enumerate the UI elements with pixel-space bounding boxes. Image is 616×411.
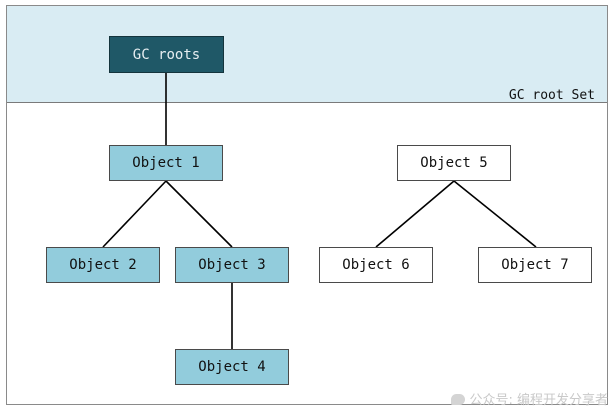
- gc-root-set-label: GC root Set: [508, 88, 595, 103]
- gc-root-set-region: GC root Set: [7, 6, 607, 103]
- diagram-frame: [6, 5, 608, 405]
- object-6-label: Object 6: [342, 257, 410, 273]
- object-4-label: Object 4: [198, 359, 266, 375]
- object-4-node: Object 4: [175, 349, 289, 385]
- object-2-label: Object 2: [69, 257, 137, 273]
- object-1-label: Object 1: [132, 155, 200, 171]
- watermark: 公众号: 编程开发分享者: [451, 389, 608, 408]
- gc-roots-node: GC roots: [109, 36, 224, 73]
- object-7-label: Object 7: [501, 257, 569, 273]
- object-1-node: Object 1: [109, 145, 223, 181]
- object-3-label: Object 3: [198, 257, 266, 273]
- object-5-label: Object 5: [420, 155, 488, 171]
- gc-roots-label: GC roots: [132, 46, 201, 63]
- object-7-node: Object 7: [478, 247, 592, 283]
- wechat-icon: [451, 394, 466, 405]
- object-5-node: Object 5: [397, 145, 511, 181]
- object-2-node: Object 2: [46, 247, 160, 283]
- object-6-node: Object 6: [319, 247, 433, 283]
- object-3-node: Object 3: [175, 247, 289, 283]
- watermark-text: 公众号: 编程开发分享者: [469, 393, 608, 408]
